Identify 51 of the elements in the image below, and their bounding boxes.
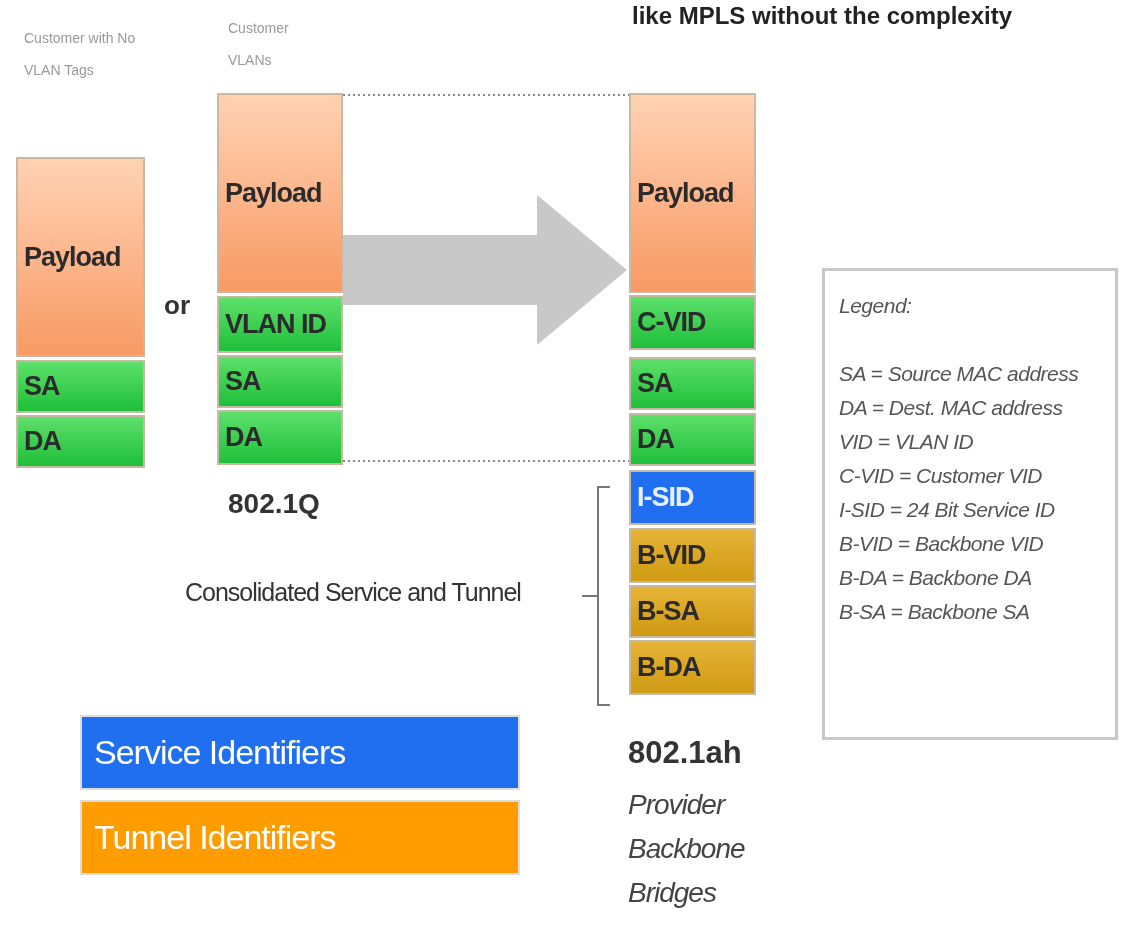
legend-entry: I-SID = 24 Bit Service ID xyxy=(839,497,1055,523)
source-address-field xyxy=(629,357,756,410)
field-label: Payload xyxy=(24,241,121,273)
field-label: B-SA xyxy=(637,596,699,627)
legend-entry: B-SA = Backbone SA xyxy=(839,599,1030,625)
destination-address-field xyxy=(16,415,145,468)
field-label: DA xyxy=(225,422,262,453)
or-text: or xyxy=(164,290,190,321)
field-label: Payload xyxy=(225,177,322,209)
backbone-source-field xyxy=(629,585,756,638)
block-arrow xyxy=(343,195,627,345)
legend-entry: SA = Source MAC address xyxy=(839,361,1079,387)
legend-heading: Legend: xyxy=(839,293,912,319)
service-id-field xyxy=(629,470,756,525)
frame-caption: 802.1Q xyxy=(228,488,320,520)
legend-entry: C-VID = Customer VID xyxy=(839,463,1042,489)
destination-address-field xyxy=(217,410,343,465)
legend-entry: DA = Dest. MAC address xyxy=(839,395,1063,421)
field-label: B-DA xyxy=(637,652,701,683)
field-label: C-VID xyxy=(637,307,706,338)
legend-text: Tunnel Identifiers xyxy=(94,818,336,857)
backbone-vid-field xyxy=(629,528,756,583)
legend-entry: B-VID = Backbone VID xyxy=(839,531,1044,557)
field-label: Payload xyxy=(637,177,734,209)
field-label: I-SID xyxy=(637,482,694,513)
source-address-field xyxy=(217,355,343,408)
bracket-label: Consolidated Service and Tunnel xyxy=(185,578,521,607)
caption-text: Customer VLANs xyxy=(228,19,290,70)
field-label: DA xyxy=(637,424,674,455)
legend-entry: B-DA = Backbone DA xyxy=(839,565,1032,591)
vlan-id-field xyxy=(217,296,343,353)
frame-description: Provider Backbone Bridges xyxy=(628,788,746,910)
customer-vid-field xyxy=(629,295,756,350)
destination-address-field xyxy=(629,413,756,466)
payload-field xyxy=(16,157,145,357)
field-label: SA xyxy=(24,371,60,402)
legend-text: Service Identifiers xyxy=(94,733,346,772)
payload-field xyxy=(217,93,343,293)
field-label: VLAN ID xyxy=(225,309,326,340)
frame-caption: 802.1ah xyxy=(628,735,742,771)
backbone-destination-field xyxy=(629,640,756,695)
heading-text: like MPLS without the complexity xyxy=(632,2,1013,30)
field-label: SA xyxy=(637,368,673,399)
source-address-field xyxy=(16,360,145,413)
payload-field xyxy=(629,93,756,293)
field-label: SA xyxy=(225,366,261,397)
field-label: B-VID xyxy=(637,540,706,571)
field-label: DA xyxy=(24,426,61,457)
legend-entry: VID = VLAN ID xyxy=(839,429,974,455)
legend-box xyxy=(822,268,1118,740)
caption-text: Customer with No VLAN Tags xyxy=(24,29,137,80)
